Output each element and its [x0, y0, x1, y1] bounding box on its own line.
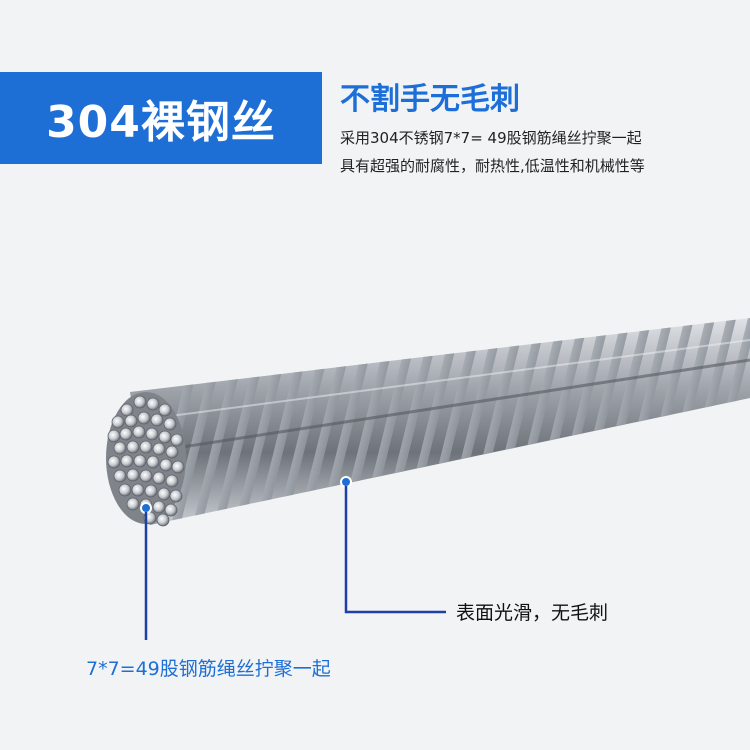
title-banner: 304裸钢丝 — [0, 72, 322, 164]
rope-cut-end — [106, 392, 186, 527]
callout-label-strands: 7*7=49股钢筋绳丝拧聚一起 — [86, 658, 331, 680]
headline: 不割手无毛刺 — [340, 82, 520, 117]
banner-title: 304裸钢丝 — [46, 97, 276, 148]
callout-line-strands — [140, 502, 152, 640]
description-line-2: 具有超强的耐腐性，耐热性,低温性和机械性等 — [340, 157, 645, 175]
callout-label-surface: 表面光滑，无毛刺 — [456, 602, 609, 624]
callout-line-surface — [340, 476, 446, 614]
description-line-1: 采用304不锈钢7*7= 49股钢筋绳丝拧聚一起 — [340, 129, 642, 147]
